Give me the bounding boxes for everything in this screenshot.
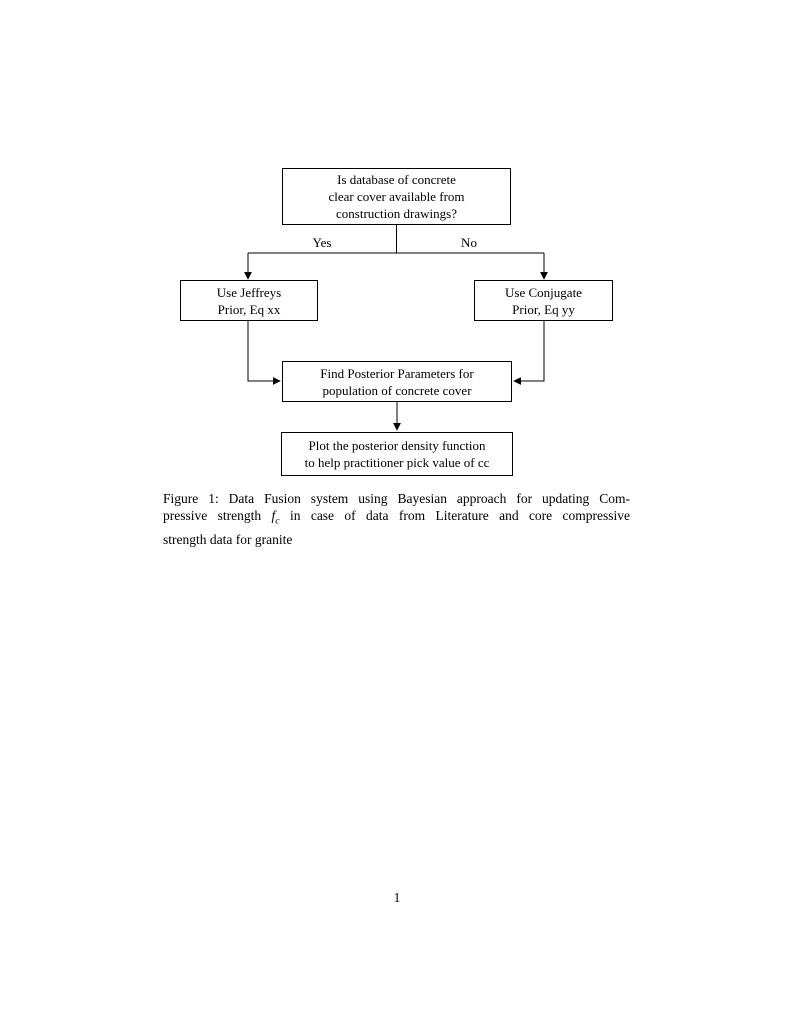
question-box-line: construction drawings? [336,206,457,221]
posterior-parameters-box-line: population of concrete cover [322,382,472,398]
conjugate-prior-box-line: Prior, Eq yy [512,301,575,317]
question-box-line: clear cover available from [328,189,465,204]
caption-line-2: pressive strength fc in case of data fro… [163,507,630,530]
plot-density-box-line: to help practitioner pick value of cc [304,455,490,470]
math-fc-symbol: fc [271,508,280,528]
caption-line-2-text: pressive strength [163,508,262,524]
page-number: 1 [393,890,401,905]
jeffreys-prior-box-line: Use Jeffreys [216,284,282,300]
posterior-parameters-box-line: Find Posterior Parameters for [320,365,474,381]
conjugate-prior-box: Use Conjugate Prior, Eq yy [474,280,613,321]
jeffreys-prior-box: Use Jeffreys Prior, Eq xx [180,280,318,321]
figure-caption: Figure 1: Data Fusion system using Bayes… [163,490,630,548]
no-branch-label: No [461,235,477,250]
conjugate-prior-box-line: Use Conjugate [505,284,582,300]
caption-line-1: Figure 1: Data Fusion system using Bayes… [163,491,630,506]
plot-density-box-line: Plot the posterior density function [308,438,486,453]
caption-line-3: strength data for granite [163,531,293,547]
question-box-line: Is database of concrete [337,172,456,187]
posterior-parameters-box: Find Posterior Parameters for population… [282,361,512,402]
yes-branch-label: Yes [312,235,332,250]
caption-line-2-text: in case of data from Literature and core… [289,508,631,524]
plot-density-box: Plot the posterior density function to h… [281,432,513,476]
question-box: Is database of concrete clear cover avai… [282,168,511,225]
jeffreys-prior-box-line: Prior, Eq xx [217,301,281,317]
